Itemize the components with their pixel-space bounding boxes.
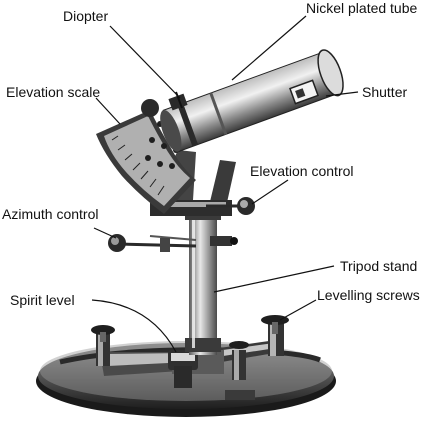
levelling-screw-right: [261, 315, 289, 356]
shutter: [289, 79, 319, 105]
leader-spirit-level: [91, 299, 177, 353]
leader-shutter: [325, 91, 359, 97]
leader-elevation-scale: [95, 97, 121, 125]
label-azimuth-control: Azimuth control: [2, 206, 99, 222]
leader-azimuth-control: [93, 227, 117, 239]
label-diopter: Diopter: [63, 8, 109, 24]
leader-elevation-control: [251, 179, 289, 205]
leader-diopter: [109, 25, 181, 99]
label-shutter: Shutter: [362, 84, 408, 100]
levelling-screw-left: [91, 325, 115, 366]
leader-nickel-tube: [231, 15, 307, 81]
leader-lines: [91, 15, 359, 353]
azimuth-control: [108, 234, 238, 252]
elevation-scale: [96, 99, 196, 214]
label-tripod-stand: Tripod stand: [340, 258, 418, 274]
label-elevation-control: Elevation control: [250, 163, 354, 179]
label-levelling-screws: Levelling screws: [317, 287, 420, 303]
label-spirit-level: Spirit level: [10, 292, 75, 308]
nickel-plated-tube: [160, 49, 344, 153]
label-nickel-plated-tube: Nickel plated tube: [306, 0, 418, 16]
leader-tripod-stand: [213, 265, 335, 293]
levelling-screw-front: [225, 341, 255, 400]
tripod-stand-pole: [185, 208, 221, 355]
elevation-control: [206, 197, 255, 215]
leader-levelling-screws: [279, 299, 317, 321]
label-elevation-scale: Elevation scale: [6, 84, 101, 100]
